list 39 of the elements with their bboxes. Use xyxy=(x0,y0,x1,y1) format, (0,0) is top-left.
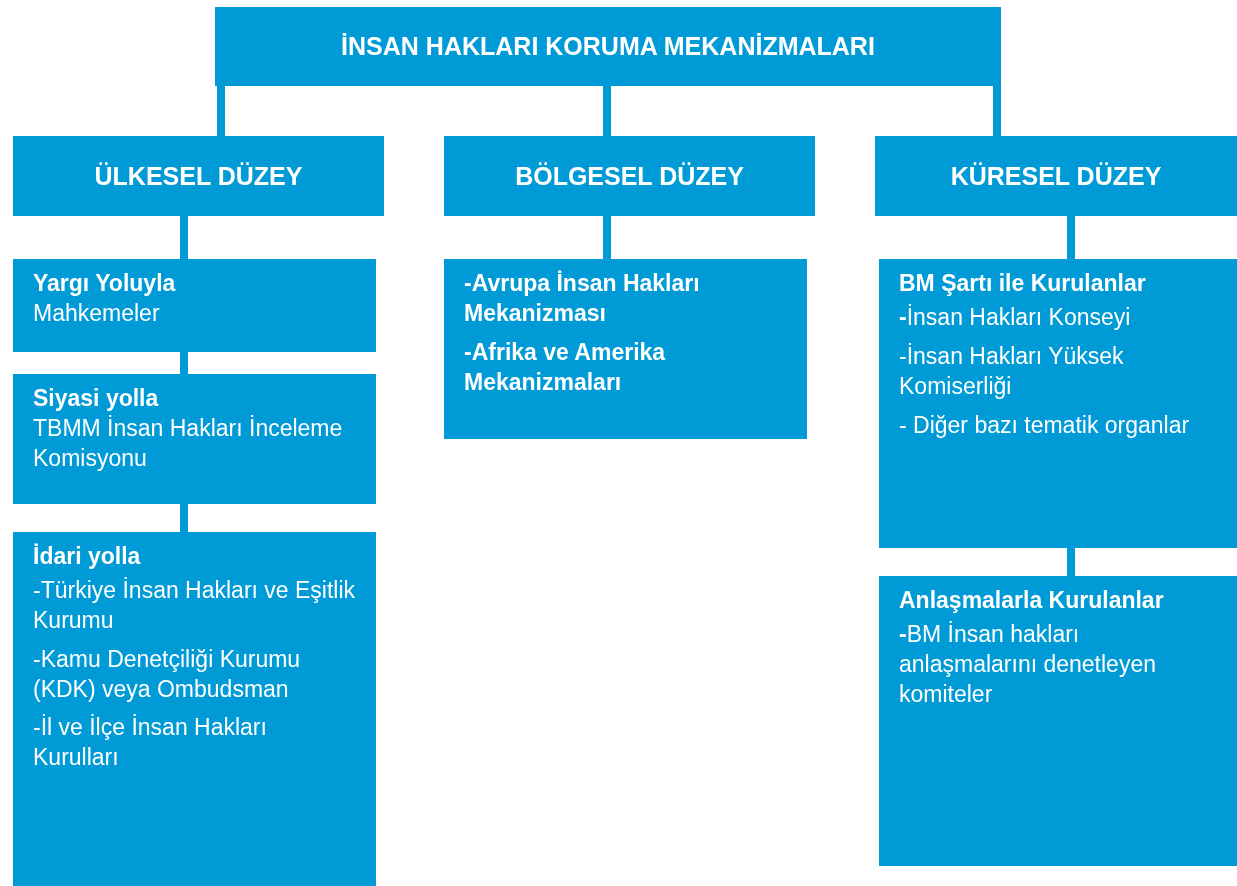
level-box xyxy=(444,136,815,216)
box-title: ÜLKESEL DÜZEY xyxy=(94,161,303,191)
box-title: KÜRESEL DÜZEY xyxy=(950,161,1162,191)
connector-line xyxy=(1067,216,1075,259)
list-item: Mahkemeler xyxy=(33,298,161,328)
box-title: BÖLGESEL DÜZEY xyxy=(515,161,744,191)
connector-line xyxy=(603,86,611,136)
list-item: -BM İnsan hakları anlaşmalarını denetleyen komiteler xyxy=(899,619,1157,709)
list-item: TBMM İnsan Hakları İnceleme Komisyonu xyxy=(33,413,344,473)
connector-line xyxy=(180,504,188,532)
connector-line xyxy=(603,216,611,259)
box-heading: İdari yolla xyxy=(33,542,142,571)
category-box xyxy=(13,259,376,352)
connector-line xyxy=(1067,548,1075,576)
list-item: -Afrika ve Amerika Mekanizmaları xyxy=(464,337,667,397)
list-item: -Türkiye İnsan Hakları ve Eşitlik Kurumu xyxy=(33,575,357,635)
level-box xyxy=(875,136,1237,216)
list-item: -İnsan Hakları Konseyi xyxy=(899,302,1132,332)
list-item: -İl ve İlçe İnsan Hakları Kurulları xyxy=(33,713,268,773)
box-heading: Yargı Yoluyla xyxy=(33,269,177,298)
category-box xyxy=(444,259,807,439)
box-heading: Siyasi yolla xyxy=(33,384,160,413)
list-item: -İnsan Hakları Yüksek Komiserliği xyxy=(899,341,1125,401)
list-item: -Avrupa İnsan Hakları Mekanizması xyxy=(464,269,701,328)
box-title: İNSAN HAKLARI KORUMA MEKANİZMALARI xyxy=(341,32,875,61)
connector-line xyxy=(180,216,188,259)
list-item: - Diğer bazı tematik organlar xyxy=(899,410,1191,440)
category-box xyxy=(879,576,1237,866)
category-box xyxy=(13,532,376,886)
list-item: -Kamu Denetçiliği Kurumu (KDK) veya Ombudsman xyxy=(33,644,302,704)
connector-line xyxy=(217,86,225,136)
connector-line xyxy=(180,352,188,374)
category-box xyxy=(13,374,376,504)
box-heading: BM Şartı ile Kurulanlar xyxy=(899,269,1147,298)
level-box xyxy=(13,136,384,216)
box-heading: Anlaşmalarla Kurulanlar xyxy=(899,586,1165,615)
category-box xyxy=(879,259,1237,548)
connector-line xyxy=(993,86,1001,136)
root-box xyxy=(215,7,1001,86)
